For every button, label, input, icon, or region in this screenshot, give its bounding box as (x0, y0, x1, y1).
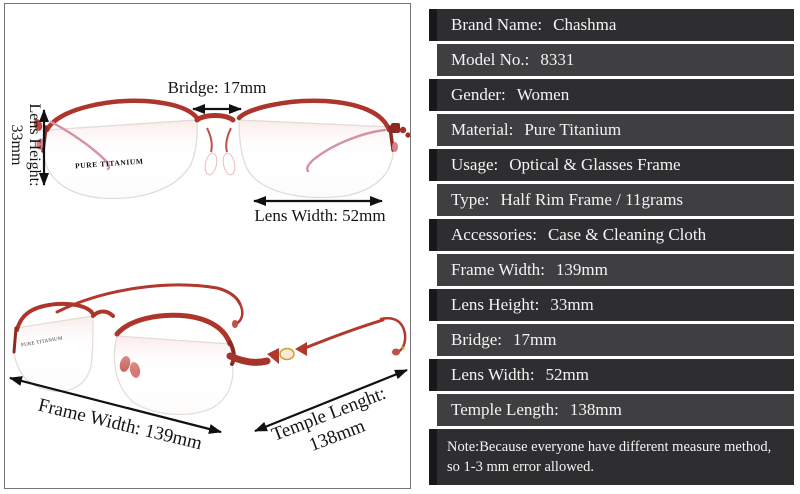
frame-width-arrow (9, 376, 222, 434)
spec-label: Material (451, 120, 509, 139)
spec-label: Gender (451, 85, 502, 104)
bridge-dimension-label: Bridge: 17mm (167, 78, 267, 97)
glasses-front-view (33, 98, 410, 200)
spec-row-bridge: Bridge:17mm (437, 324, 794, 356)
note-line-1: Note:Because everyone have different mea… (447, 439, 772, 455)
spec-value: Half Rim Frame / 11grams (500, 190, 684, 209)
spec-row-gender: Gender: Women (429, 79, 794, 111)
spec-row-temple-length: Temple Length:138mm (437, 394, 794, 426)
spec-colon: : (532, 225, 537, 244)
nose-pad-left (204, 152, 218, 176)
spec-row-model: Model No.:8331 (437, 44, 794, 76)
spec-label: Bridge (451, 330, 498, 349)
spec-colon: : (529, 365, 535, 384)
spec-value: Women (516, 85, 570, 104)
spec-row-brand: Brand Name: Chashma (429, 9, 794, 41)
spec-colon: : (554, 400, 559, 419)
spec-value: 33mm (550, 295, 594, 314)
spec-label: Temple Length (451, 400, 555, 419)
folded-temple-left (49, 120, 111, 171)
far-temple (55, 283, 242, 314)
spec-label: Usage (451, 155, 494, 174)
spec-colon: : (493, 155, 499, 174)
bridge-bar (194, 113, 236, 123)
spec-value: Optical & Glasses Frame (509, 155, 681, 174)
spec-value: Pure Titanium (524, 120, 622, 139)
spec-row-lens-height: Lens Height:33mm (429, 289, 794, 321)
spec-label: Type (451, 190, 485, 209)
spec-colon: : (524, 50, 530, 69)
folded-temple-right (306, 128, 387, 173)
spec-value: 139mm (555, 260, 608, 279)
far-lens (13, 315, 94, 392)
dimension-arrows-side (9, 368, 408, 434)
spec-table: Brand Name:Chashma Model No.:8331 Gender… (429, 9, 794, 485)
dimension-arrows-front (39, 104, 383, 206)
spec-label: Frame Width (451, 260, 541, 279)
spec-colon: : (484, 190, 490, 209)
lens-width-dimension-label: Lens Width: 52mm (254, 206, 386, 225)
spec-colon: : (508, 120, 514, 139)
product-photo-panel: Bridge: 17mm Lens Height: 33mm Lens Widt… (4, 3, 411, 489)
spec-row-material: Material: Pure Titanium (437, 114, 794, 146)
near-lens (113, 335, 234, 415)
spec-label: Model No. (451, 50, 525, 69)
spec-value: 17mm (513, 330, 557, 349)
spec-row-frame-width: Frame Width:139mm (437, 254, 794, 286)
temple-length-arrow (254, 368, 408, 433)
spec-row-type: Type: Half Rim Frame / 11grams (437, 184, 794, 216)
spec-colon: : (537, 15, 543, 34)
spec-row-lens-width: Lens Width:52mm (429, 359, 794, 391)
spec-colon: : (497, 330, 503, 349)
spec-row-accessories: Accessories: Case & Cleaning Cloth (429, 219, 794, 251)
spec-value: Case & Cleaning Cloth (547, 225, 707, 244)
spec-label: Brand Name (451, 15, 538, 34)
note-line-2: so 1-3 mm error allowed. (447, 459, 594, 475)
spec-colon: : (501, 85, 506, 104)
near-temple (226, 352, 271, 366)
left-rim (44, 98, 200, 133)
right-rim (236, 98, 392, 133)
spec-value: Chashma (553, 15, 617, 34)
lens-height-dimension-label: Lens Height: 33mm (8, 103, 43, 187)
spec-label: Accessories (451, 225, 533, 244)
spec-colon: : (534, 295, 540, 314)
glasses-illustrations (9, 98, 410, 434)
nose-pad-right (222, 152, 236, 176)
measurement-note: Note:Because everyone have different mea… (429, 429, 794, 485)
temple-ornament (279, 347, 295, 361)
spec-label: Lens Width (451, 365, 530, 384)
spec-label: Lens Height (451, 295, 535, 314)
spec-value: 138mm (569, 400, 622, 419)
spec-colon: : (540, 260, 545, 279)
spec-row-usage: Usage: Optical & Glasses Frame (429, 149, 794, 181)
spec-value: 52mm (545, 365, 589, 384)
spec-value: 8331 (540, 50, 575, 69)
